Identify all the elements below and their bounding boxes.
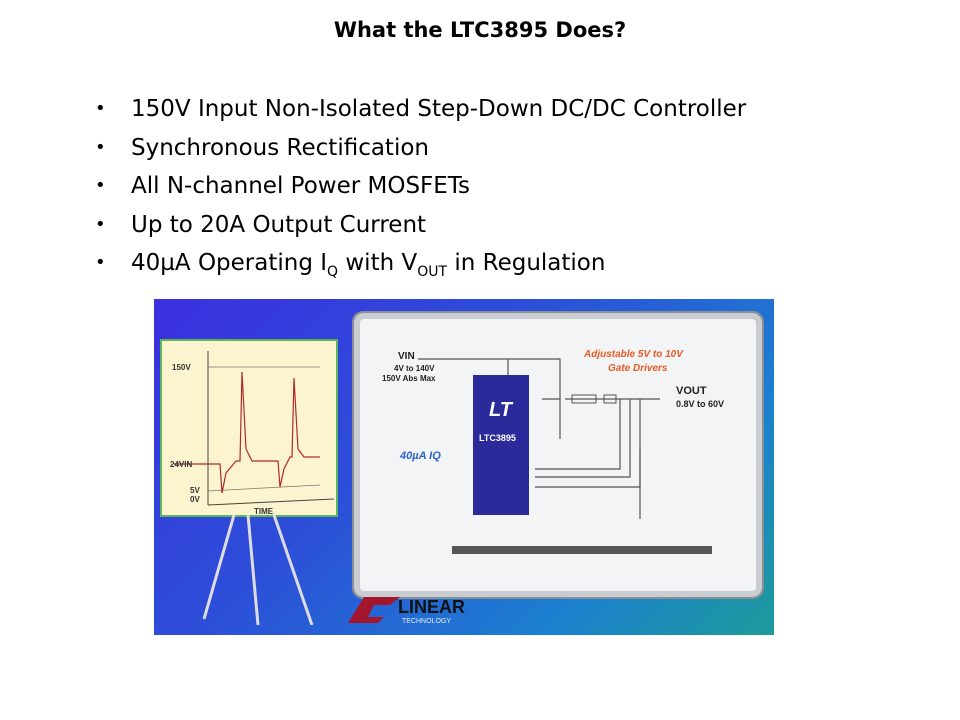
bullet-icon: • [95,252,106,273]
svg-text:24VIN: 24VIN [170,460,192,469]
bullet-item: •150V Input Non-Isolated Step-Down DC/DC… [95,92,746,131]
svg-text:5V: 5V [190,486,200,495]
bullet-item: •40µA Operating IQ with VOUT in Regulati… [95,246,746,285]
product-illustration: 150V 24VIN 5V 0V TIME VIN 4V to 140V 150… [154,299,774,635]
bullet-icon: • [95,175,106,196]
svg-text:150V Abs Max: 150V Abs Max [382,374,436,383]
slide-title: What the LTC3895 Does? [333,18,627,42]
svg-text:LINEAR: LINEAR [398,597,465,617]
svg-text:40µA IQ: 40µA IQ [399,450,441,462]
lt-logo-icon: LT [489,399,512,421]
svg-text:4V to 140V: 4V to 140V [394,364,435,373]
svg-text:150V: 150V [172,363,191,372]
schematic-board: VIN 4V to 140V 150V Abs Max Adjustable 5… [360,319,756,591]
ltc3895-chip: LT LTC3895 [473,375,529,515]
bullet-icon: • [95,98,106,119]
linear-technology-logo: LINEAR TECHNOLOGY [344,591,484,627]
bullet-icon: • [95,136,106,158]
svg-text:TECHNOLOGY: TECHNOLOGY [402,618,451,625]
bullet-list: •150V Input Non-Isolated Step-Down DC/DC… [95,92,746,285]
marker-tray [452,546,712,554]
easel-chart: 150V 24VIN 5V 0V TIME [160,339,338,517]
svg-text:0.8V to 60V: 0.8V to 60V [676,399,724,409]
svg-text:Adjustable 5V to 10V: Adjustable 5V to 10V [583,349,684,360]
svg-text:VOUT: VOUT [676,385,707,397]
bullet-item: •Synchronous Rectification [95,131,746,170]
easel-legs [202,515,314,625]
svg-text:VIN: VIN [398,351,415,362]
lt-logo-icon [348,597,400,623]
bullet-item: •Up to 20A Output Current [95,208,746,247]
svg-text:0V: 0V [190,495,200,504]
svg-text:Gate Drivers: Gate Drivers [608,363,668,374]
bullet-icon: • [95,213,106,235]
bullet-item: •All N-channel Power MOSFETs [95,169,746,208]
svg-text:TIME: TIME [254,507,274,515]
